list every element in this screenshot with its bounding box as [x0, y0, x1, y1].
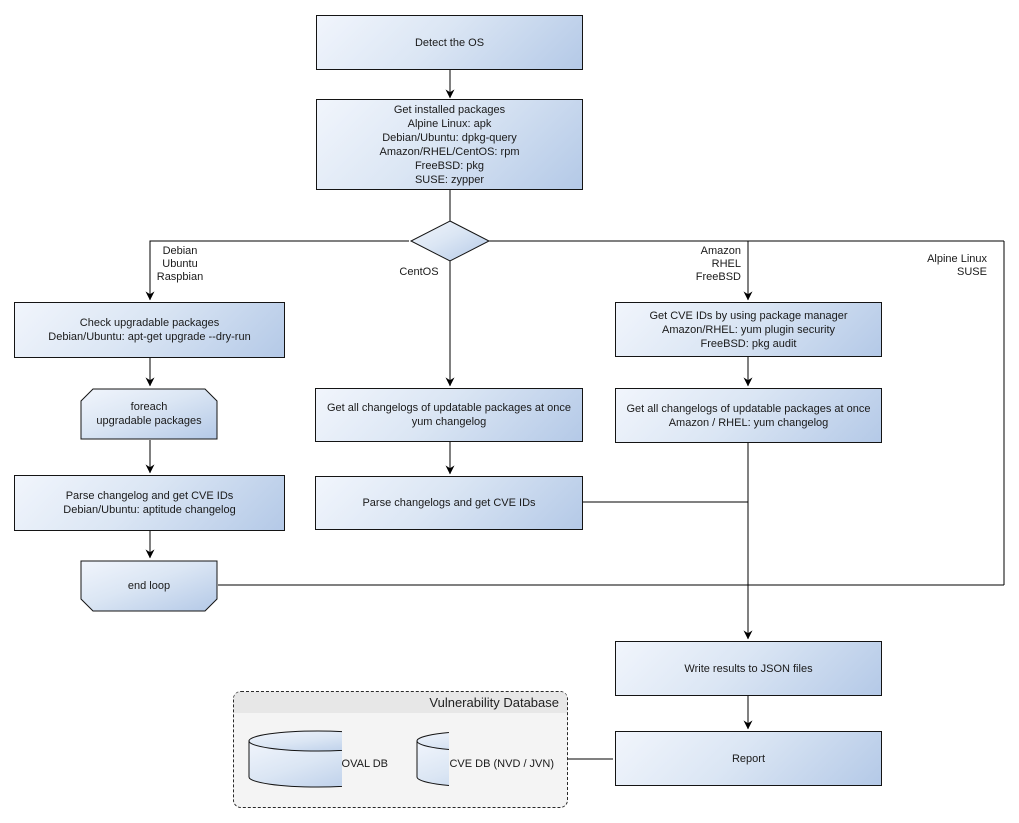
node-get-changelogs-centos: Get all changelogs of updatable packages… — [315, 388, 583, 442]
node-line: Amazon/RHEL: yum plugin security — [661, 323, 835, 336]
cve-db-cylinder: CVE DB (NVD / JVN) — [416, 730, 554, 788]
edge-label-debian-branch: Debian Ubuntu Raspbian — [146, 245, 214, 284]
node-line: Get all changelogs of updatable packages… — [626, 402, 871, 415]
node-line: Get all changelogs of updatable packages… — [326, 402, 571, 414]
database-cylinder-shape — [416, 731, 450, 787]
node-line: Alpine Linux: apk — [407, 117, 492, 130]
edge-label-line: Raspbian — [156, 271, 204, 283]
node-line: upgradable packages — [96, 415, 202, 427]
node-label: Detect the OS — [414, 36, 485, 49]
node-get-cve-ids-package-manager: Get CVE IDs by using package manager Ama… — [615, 302, 882, 357]
node-line: Parse changelog and get CVE IDs — [65, 490, 234, 502]
node-line: Get CVE IDs by using package manager — [649, 309, 848, 322]
node-line: FreeBSD: pkg audit — [700, 337, 797, 350]
node-line: Debian/Ubuntu: apt-get upgrade --dry-run — [48, 331, 251, 343]
node-line: Amazon/RHEL/CentOS: rpm — [379, 145, 520, 158]
db-label: CVE DB (NVD / JVN) — [449, 758, 554, 770]
os-decision-diamond — [409, 220, 491, 262]
node-line: Debian/Ubuntu: aptitude changelog — [63, 504, 236, 516]
node-line: Amazon / RHEL: yum changelog — [668, 416, 829, 429]
node-line: SUSE: zypper — [414, 173, 485, 186]
node-check-upgradable-packages: Check upgradable packages Debian/Ubuntu:… — [14, 302, 285, 358]
database-cylinder-shape — [248, 730, 342, 788]
db-label: OVAL DB — [341, 758, 388, 770]
edge-label-line: RHEL — [711, 258, 741, 270]
node-foreach-loop-start: foreach upgradable packages — [80, 388, 218, 440]
node-parse-changelog-debian: Parse changelog and get CVE IDs Debian/U… — [14, 475, 285, 531]
node-detect-os: Detect the OS — [316, 15, 583, 70]
edge-label-line: Amazon — [700, 245, 741, 257]
node-line: Debian/Ubuntu: dpkg-query — [382, 131, 517, 144]
vulnerability-database-header: Vulnerability Database — [234, 692, 567, 713]
node-line: FreeBSD: pkg — [414, 159, 485, 172]
vulnerability-database-container: Vulnerability Database — [233, 691, 568, 808]
edge-label-centos-branch: CentOS — [391, 266, 447, 279]
edge-label-line: Ubuntu — [162, 258, 198, 270]
node-report: Report — [615, 731, 882, 786]
edge-label-alpine-branch: Alpine Linux SUSE — [893, 253, 987, 279]
node-label: Write results to JSON files — [684, 662, 813, 675]
node-line: Check upgradable packages — [79, 317, 220, 329]
node-label: Report — [731, 752, 766, 765]
node-line: Get installed packages — [393, 103, 506, 116]
edge-label-line: SUSE — [957, 266, 987, 278]
node-get-changelogs-amazon-rhel: Get all changelogs of updatable packages… — [615, 388, 882, 443]
edge-label-line: FreeBSD — [695, 271, 741, 283]
edge-label-line: Debian — [162, 245, 198, 257]
loop-end-shape — [80, 560, 218, 612]
edge-label-line: CentOS — [399, 266, 439, 278]
node-write-results-json: Write results to JSON files — [615, 641, 882, 696]
loop-start-shape — [80, 388, 218, 440]
edge-label-amazon-branch: Amazon RHEL FreeBSD — [655, 245, 741, 284]
edge-label-line: Alpine Linux — [927, 253, 987, 265]
node-label: Parse changelogs and get CVE IDs — [362, 497, 536, 509]
node-line: foreach — [130, 401, 168, 413]
node-line: yum changelog — [411, 416, 487, 428]
node-label: end loop — [127, 580, 171, 592]
vulnerability-database-title: Vulnerability Database — [429, 695, 559, 710]
node-end-loop: end loop — [80, 560, 218, 612]
oval-db-cylinder: OVAL DB — [248, 730, 388, 788]
node-get-installed-packages: Get installed packages Alpine Linux: apk… — [316, 99, 583, 190]
node-parse-changelogs-centos: Parse changelogs and get CVE IDs — [315, 476, 583, 530]
